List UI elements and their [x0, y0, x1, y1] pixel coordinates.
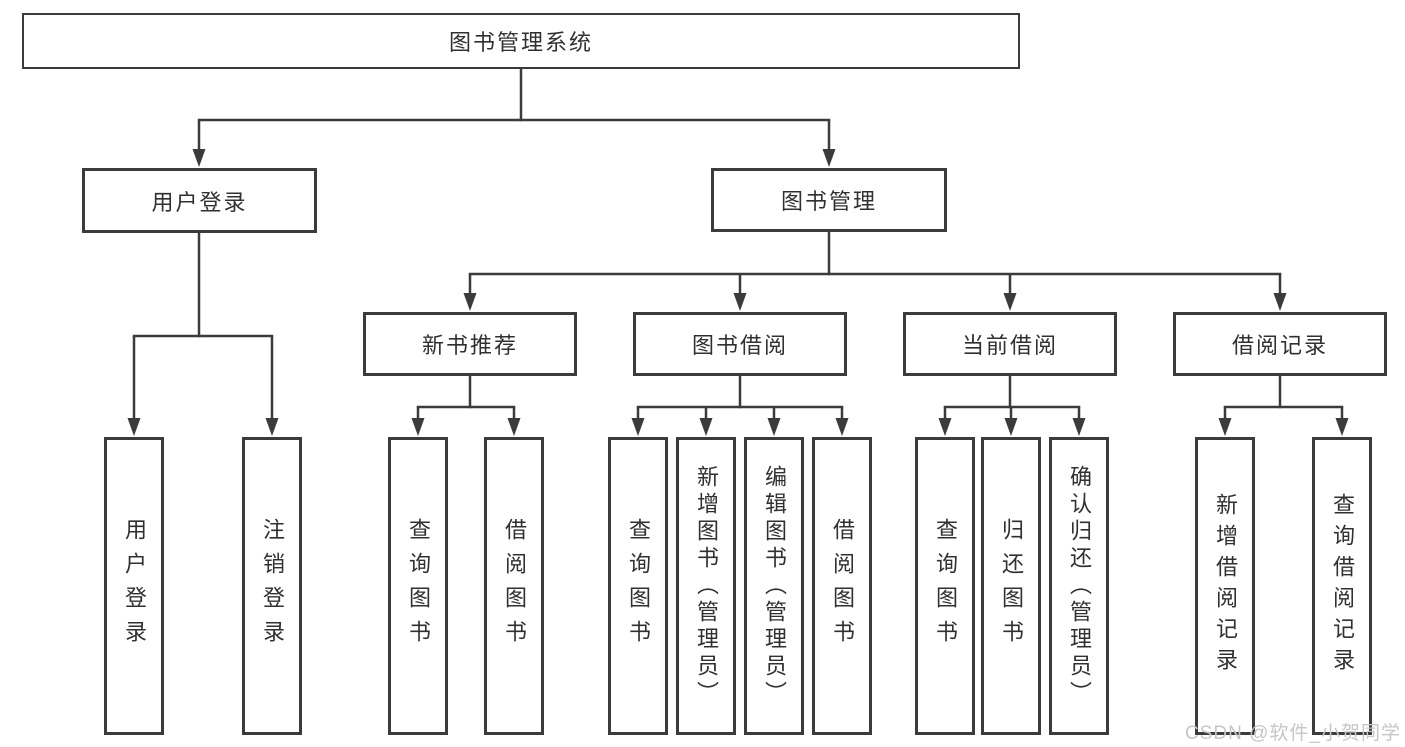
node-book-management: 图书管理	[711, 168, 947, 232]
node-label: 新书推荐	[421, 333, 518, 358]
node-label: 图书管理系统	[448, 30, 593, 55]
node-label: 用户登录	[151, 189, 248, 215]
node-borrowing-records: 借阅记录	[1173, 312, 1387, 376]
node-label: 确认归还（管理员）	[1067, 464, 1092, 708]
node-label: 编辑图书（管理员）	[762, 464, 787, 708]
node-user-login: 用户登录	[82, 168, 317, 233]
csdn-watermark: CSDN @软件_小贺同学	[1185, 723, 1401, 744]
node-label: 借阅图书	[502, 518, 527, 654]
node-label: 查询图书	[933, 518, 958, 654]
node-label: 图书借阅	[691, 333, 788, 358]
node-leaf-return-book: 归还图书	[981, 437, 1041, 735]
node-label: 新增图书（管理员）	[694, 464, 719, 708]
node-leaf-edit-book-admin: 编辑图书（管理员）	[744, 437, 804, 735]
node-leaf-add-borrow-record: 新增借阅记录	[1195, 437, 1255, 735]
node-current-borrowing: 当前借阅	[903, 312, 1117, 376]
node-new-book-recommend: 新书推荐	[363, 312, 577, 376]
node-label: 当前借阅	[961, 333, 1058, 358]
node-leaf-query-borrow-record: 查询借阅记录	[1312, 437, 1372, 735]
node-leaf-query-books-recommend: 查询图书	[388, 437, 448, 735]
node-leaf-borrow-books: 借阅图书	[812, 437, 872, 735]
node-leaf-logout: 注销登录	[242, 437, 302, 735]
node-leaf-confirm-return-admin: 确认归还（管理员）	[1049, 437, 1109, 735]
node-label: 借阅图书	[830, 518, 855, 654]
node-leaf-add-book-admin: 新增图书（管理员）	[676, 437, 736, 735]
node-label: 新增借阅记录	[1213, 493, 1238, 679]
node-leaf-user-login: 用户登录	[104, 437, 164, 735]
node-root-system: 图书管理系统	[22, 13, 1020, 69]
node-leaf-query-books-current: 查询图书	[915, 437, 975, 735]
node-label: 用户登录	[122, 518, 147, 654]
node-label: 借阅记录	[1231, 333, 1328, 358]
node-label: 注销登录	[260, 518, 285, 654]
node-book-borrowing: 图书借阅	[633, 312, 847, 376]
node-leaf-query-books-borrow: 查询图书	[608, 437, 668, 735]
node-label: 查询借阅记录	[1330, 493, 1355, 679]
node-label: 查询图书	[406, 518, 431, 654]
node-label: 查询图书	[626, 518, 651, 654]
node-label: 图书管理	[780, 189, 877, 214]
node-leaf-borrow-books-recommend: 借阅图书	[484, 437, 544, 735]
node-label: 归还图书	[999, 518, 1024, 654]
